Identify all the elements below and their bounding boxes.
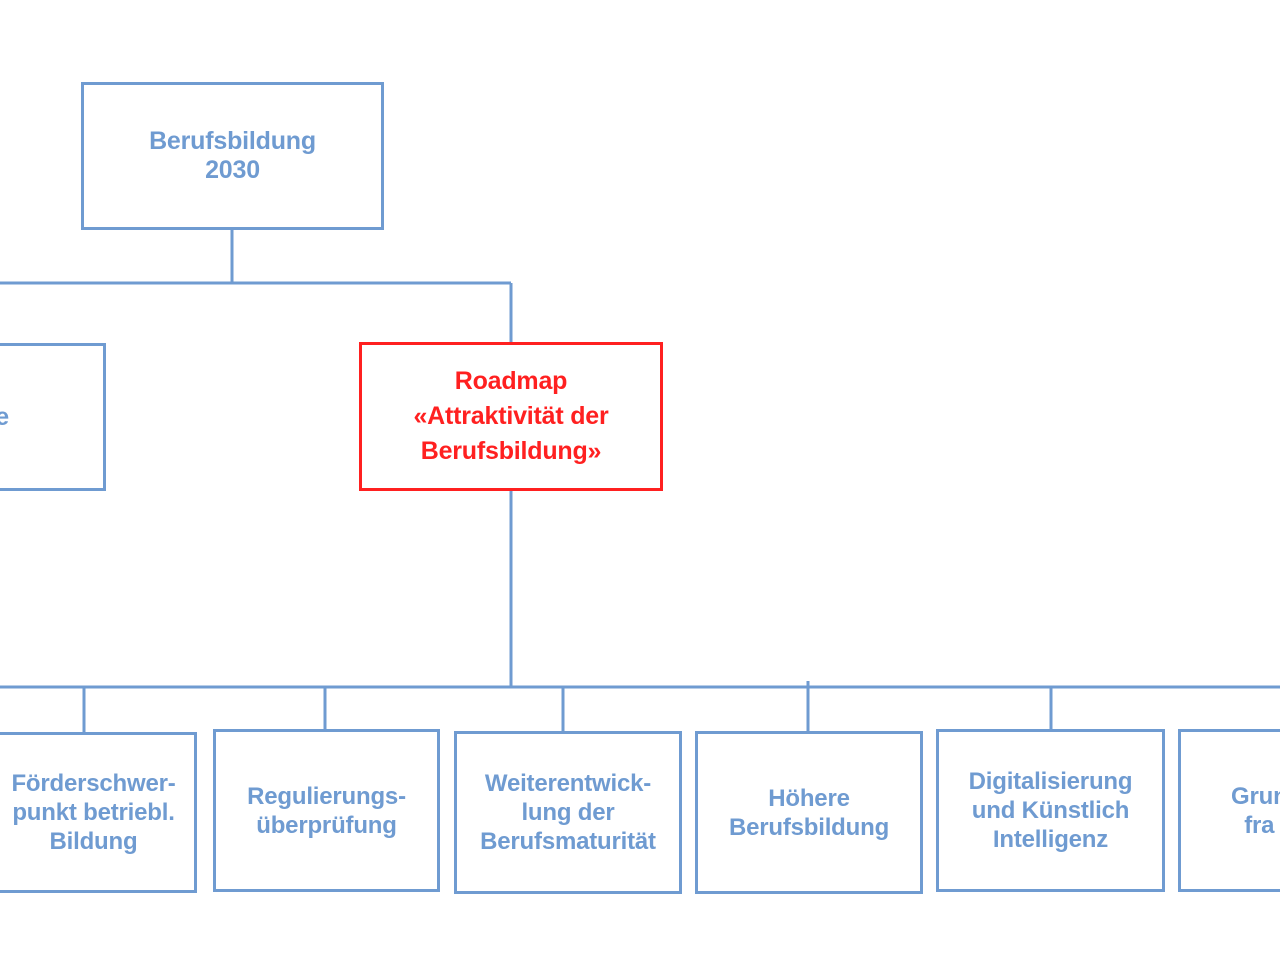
roadmap-node-label: Roadmap «Attraktivität der Berufsbildung… xyxy=(413,367,609,465)
partial-node-left-label: e xyxy=(0,402,9,431)
roadmap-node-highlighted: Roadmap «Attraktivität der Berufsbildung… xyxy=(359,342,663,491)
child-node-label: Digitalisierung und Künstlich Intelligen… xyxy=(968,768,1133,853)
child-node-label: Regulierungs- überprüfung xyxy=(247,782,406,839)
root-node-berufsbildung-2030: Berufsbildung 2030 xyxy=(81,82,384,230)
root-node-label: Berufsbildung 2030 xyxy=(149,127,316,184)
child-node-foerderschwerpunkt: Förderschwer- punkt betriebl. Bildung xyxy=(0,732,197,893)
child-node-regulierungsueberpruefung: Regulierungs- überprüfung xyxy=(213,729,440,892)
child-node-label: Förderschwer- punkt betriebl. Bildung xyxy=(11,770,176,855)
child-node-label: Grun fra xyxy=(1231,782,1280,839)
child-node-berufsmaturitaet: Weiterentwick- lung der Berufsmaturität xyxy=(454,731,682,894)
child-node-partial-right: Grun fra xyxy=(1178,729,1280,892)
child-node-label: Höhere Berufsbildung xyxy=(728,784,890,841)
child-node-hoehere-berufsbildung: Höhere Berufsbildung xyxy=(695,731,923,894)
child-node-label: Weiterentwick- lung der Berufsmaturität xyxy=(480,770,656,855)
child-node-digitalisierung-ki: Digitalisierung und Künstlich Intelligen… xyxy=(936,729,1165,892)
partial-node-left: e xyxy=(0,343,106,491)
